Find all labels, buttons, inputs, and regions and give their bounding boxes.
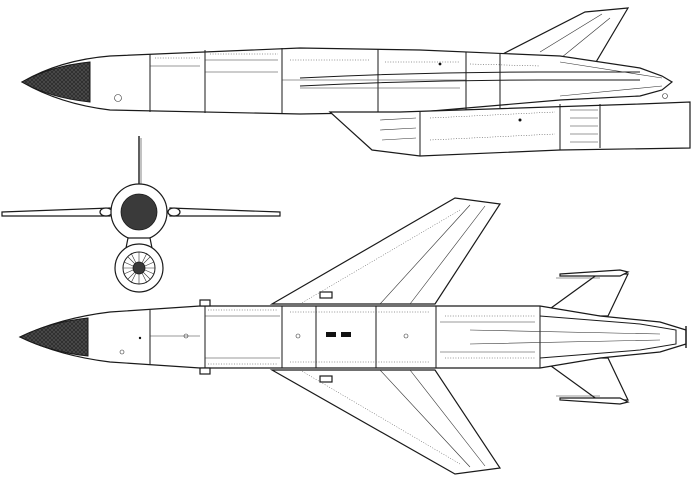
top-upper-wing [269, 197, 502, 305]
front-view [1, 136, 281, 293]
side-nose-cone [20, 61, 91, 103]
top-view [18, 197, 687, 475]
side-probe-hatch [114, 94, 122, 102]
top-intake-slot-right [341, 332, 351, 337]
side-fuselage [20, 47, 674, 115]
front-left-wing [1, 207, 111, 217]
top-fuselage [18, 305, 687, 369]
side-view [20, 7, 691, 157]
top-lower-wing [269, 369, 502, 475]
front-right-wing [169, 207, 281, 217]
front-nose [120, 193, 158, 231]
top-intake-slot-left [326, 332, 336, 337]
top-nose-cone [18, 317, 89, 357]
